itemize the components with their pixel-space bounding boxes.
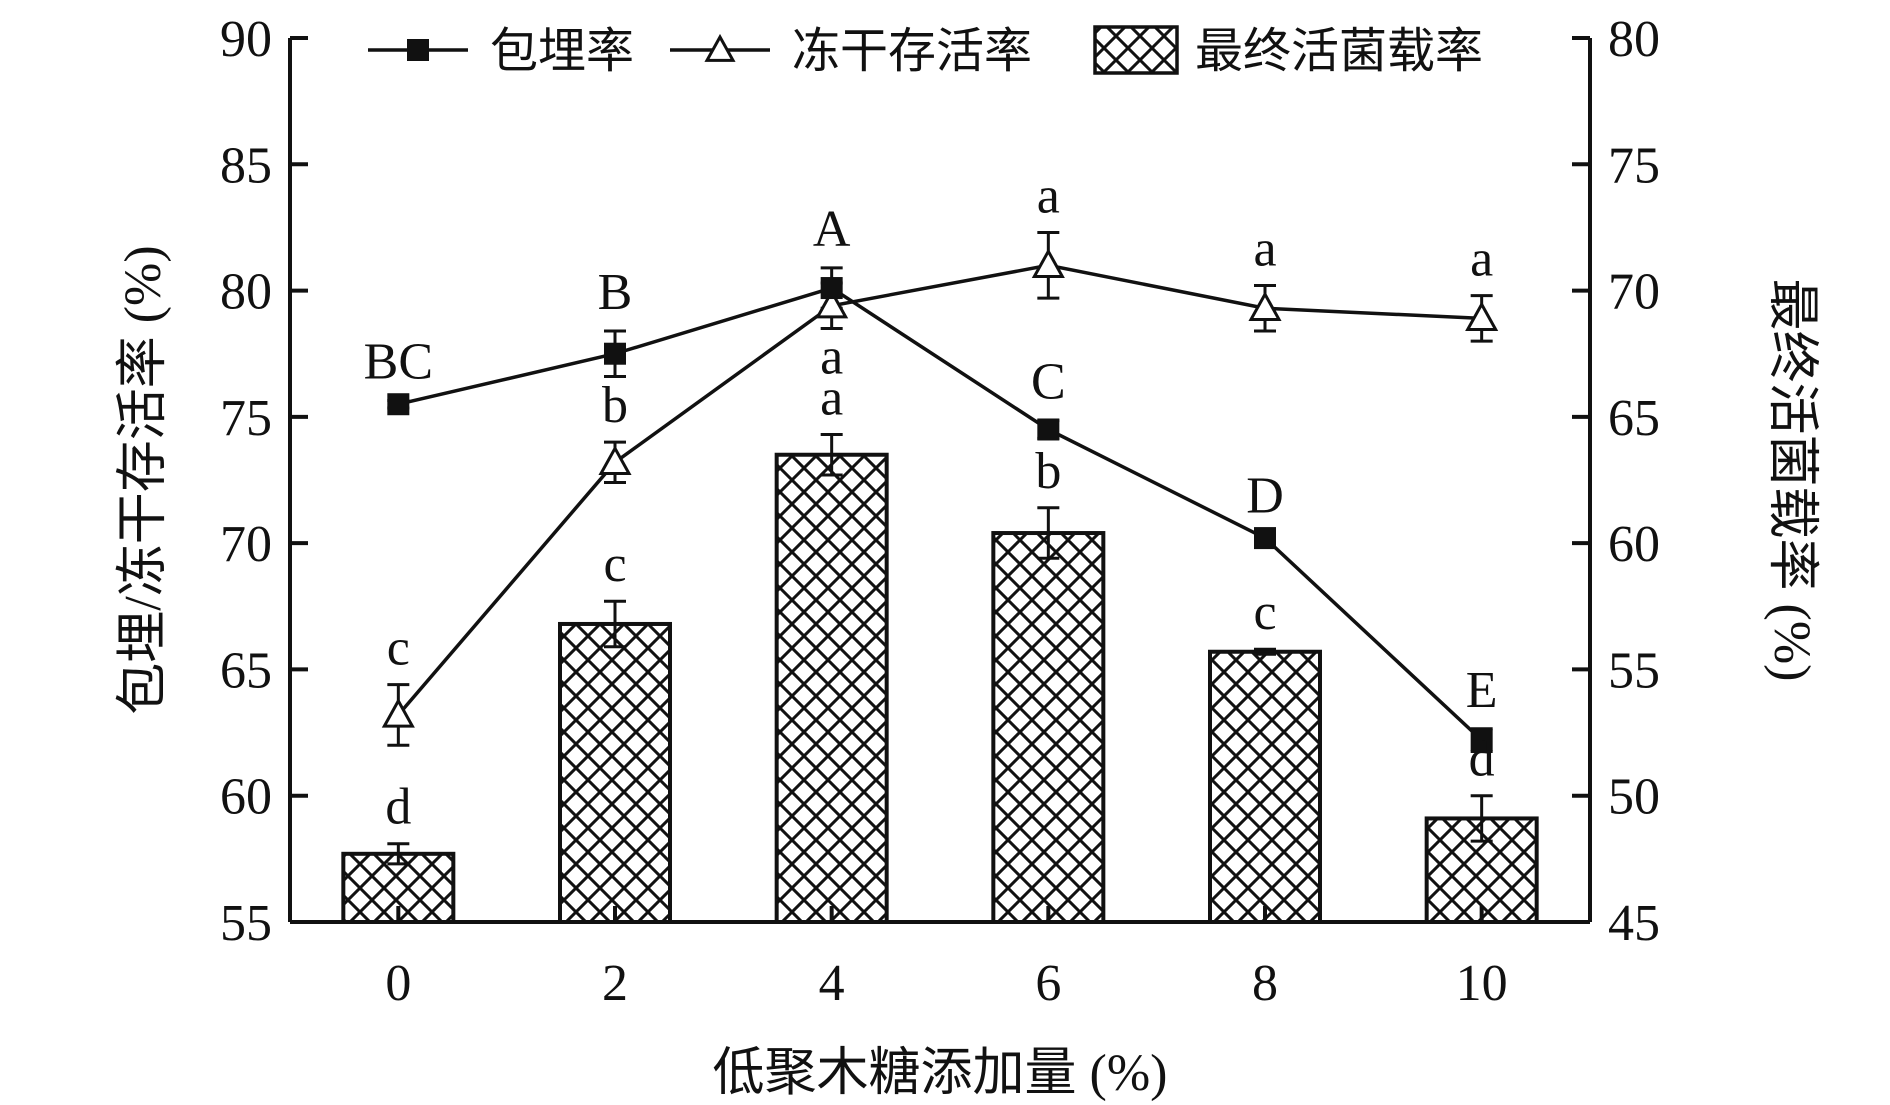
y-right-tick-label-6: 75	[1608, 137, 1660, 194]
y-left-tick-label-6: 85	[220, 137, 272, 194]
legend-label-freeze-dry: 冻干存活率	[792, 25, 1032, 78]
freeze-dry-letter-5: a	[1470, 231, 1493, 288]
bar-4	[1208, 649, 1322, 925]
embedding-point-2	[820, 277, 843, 300]
freeze-dry-point-2	[815, 288, 849, 319]
y-left-tick-label-7: 90	[220, 11, 272, 68]
y-left-tick-label-1: 60	[220, 769, 272, 826]
embedding-point-5	[1470, 729, 1493, 752]
embedding-letter-1: B	[598, 264, 633, 321]
embedding-letter-4: D	[1246, 467, 1284, 524]
y-right-tick-label-7: 80	[1608, 11, 1660, 68]
line-embedding-rate	[397, 286, 1483, 742]
bar-letter-3: b	[1035, 443, 1061, 500]
bar-error-3	[1037, 506, 1060, 560]
bar-error-0	[387, 842, 410, 866]
freeze-dry-letter-3: a	[1037, 167, 1060, 224]
lines-layer	[381, 230, 1499, 866]
legend-marker-embedding	[407, 39, 429, 61]
legend-marker-freeze-dry	[704, 33, 736, 62]
y-axis-left-title: 包埋/冻干存活率 (%)	[115, 245, 172, 714]
legend-label-embedding: 包埋率	[490, 25, 634, 78]
x-tick-label-4: 8	[1252, 955, 1278, 1012]
embedding-letter-5: E	[1466, 662, 1498, 719]
bar-error-1	[604, 599, 626, 649]
y-right-tick-label-1: 50	[1608, 769, 1660, 826]
bar-letter-0: d	[385, 779, 411, 836]
x-tick-label-3: 6	[1035, 955, 1061, 1012]
bars-layer	[341, 452, 1539, 925]
bar-error-2	[820, 433, 843, 477]
bar-letter-4: c	[1253, 584, 1276, 641]
x-tick-label-2: 4	[819, 955, 845, 1012]
text-layer: 55 60 65 70 75 80 85 90 45 50 55 60 65 70 75 80 0 2 4 6 8 10 低…	[115, 11, 1820, 1102]
legend-label-viable: 最终活菌载率	[1195, 25, 1483, 78]
embedding-point-3	[1037, 418, 1060, 441]
freeze-dry-point-1	[598, 445, 632, 476]
bar-error-5	[1470, 794, 1493, 843]
y-left-tick-label-0: 55	[220, 895, 272, 952]
x-tick-label-5: 10	[1456, 955, 1508, 1012]
y-right-tick-label-0: 45	[1608, 895, 1660, 952]
y-left-tick-label-5: 80	[220, 264, 272, 321]
bar-error-4	[1254, 647, 1276, 656]
line-freeze-dry-survival	[397, 263, 1482, 717]
freeze-dry-point-0	[381, 697, 415, 728]
x-tick-label-0: 0	[385, 955, 411, 1012]
freeze-dry-letter-0: c	[387, 620, 410, 677]
freeze-dry-point-3	[1031, 248, 1065, 279]
embedding-point-4	[1254, 527, 1276, 550]
y-left-tick-label-4: 75	[220, 390, 272, 447]
bar-letter-5: d	[1469, 731, 1495, 788]
y-right-tick-label-2: 55	[1608, 642, 1660, 699]
bar-3	[991, 531, 1106, 924]
freeze-dry-point-4	[1248, 291, 1282, 321]
axes-layer	[288, 36, 1592, 924]
freeze-dry-point-5	[1465, 301, 1499, 332]
x-axis-title: 低聚木糖添加量 (%)	[713, 1045, 1168, 1102]
y-axis-right-title: 最终活菌载率 (%)	[1763, 279, 1820, 682]
bar-2	[774, 452, 889, 924]
freeze-dry-letter-1: b	[602, 377, 628, 434]
x-tick-label-1: 2	[602, 955, 628, 1012]
freeze-dry-letter-4: a	[1253, 221, 1276, 278]
bar-letter-1: c	[603, 536, 626, 593]
embedding-point-0	[387, 393, 410, 416]
bar-letter-2: a	[820, 370, 843, 427]
embedding-letter-2: A	[813, 201, 851, 258]
legend-swatch-viable	[1093, 25, 1179, 75]
freeze-dry-letter-2: a	[820, 328, 843, 385]
y-right-tick-label-4: 65	[1608, 390, 1660, 447]
embedding-point-1	[604, 342, 626, 365]
y-left-tick-label-3: 70	[220, 516, 272, 573]
embedding-letter-0: BC	[364, 333, 433, 390]
legend-layer: 包埋率 冻干存活率 最终活菌载率	[368, 25, 1483, 78]
y-left-tick-label-2: 65	[220, 642, 272, 699]
y-right-tick-label-5: 70	[1608, 264, 1660, 321]
embedding-letter-3: C	[1031, 354, 1066, 411]
bar-1	[558, 621, 672, 924]
y-right-tick-label-3: 60	[1608, 516, 1660, 573]
